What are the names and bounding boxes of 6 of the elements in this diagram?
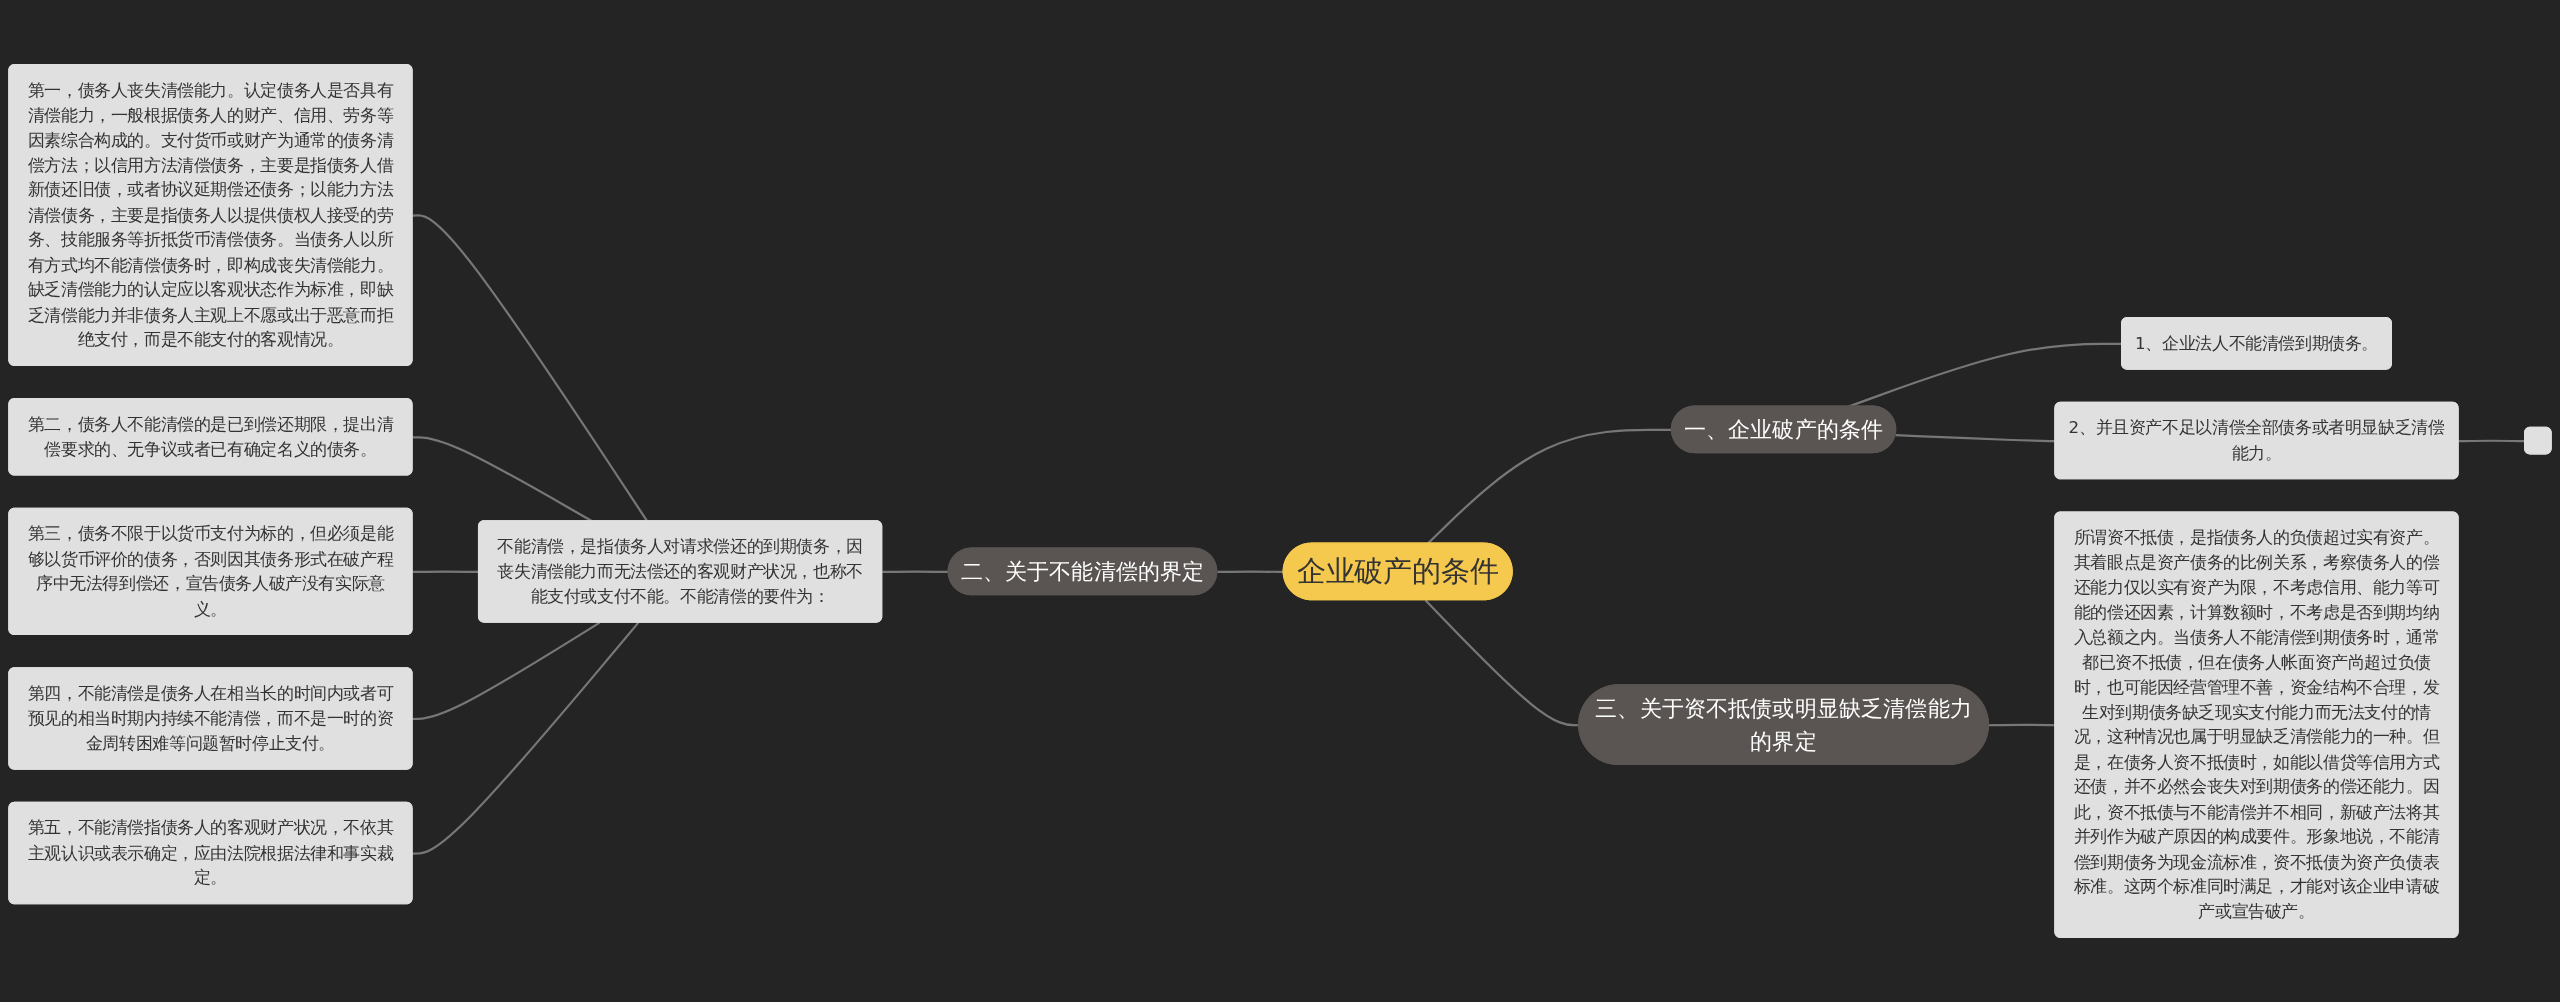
connector	[412, 621, 640, 855]
connector	[412, 214, 649, 522]
connector	[412, 621, 601, 721]
connector	[1426, 428, 1672, 545]
connector	[1217, 570, 1284, 574]
connector	[882, 570, 949, 574]
